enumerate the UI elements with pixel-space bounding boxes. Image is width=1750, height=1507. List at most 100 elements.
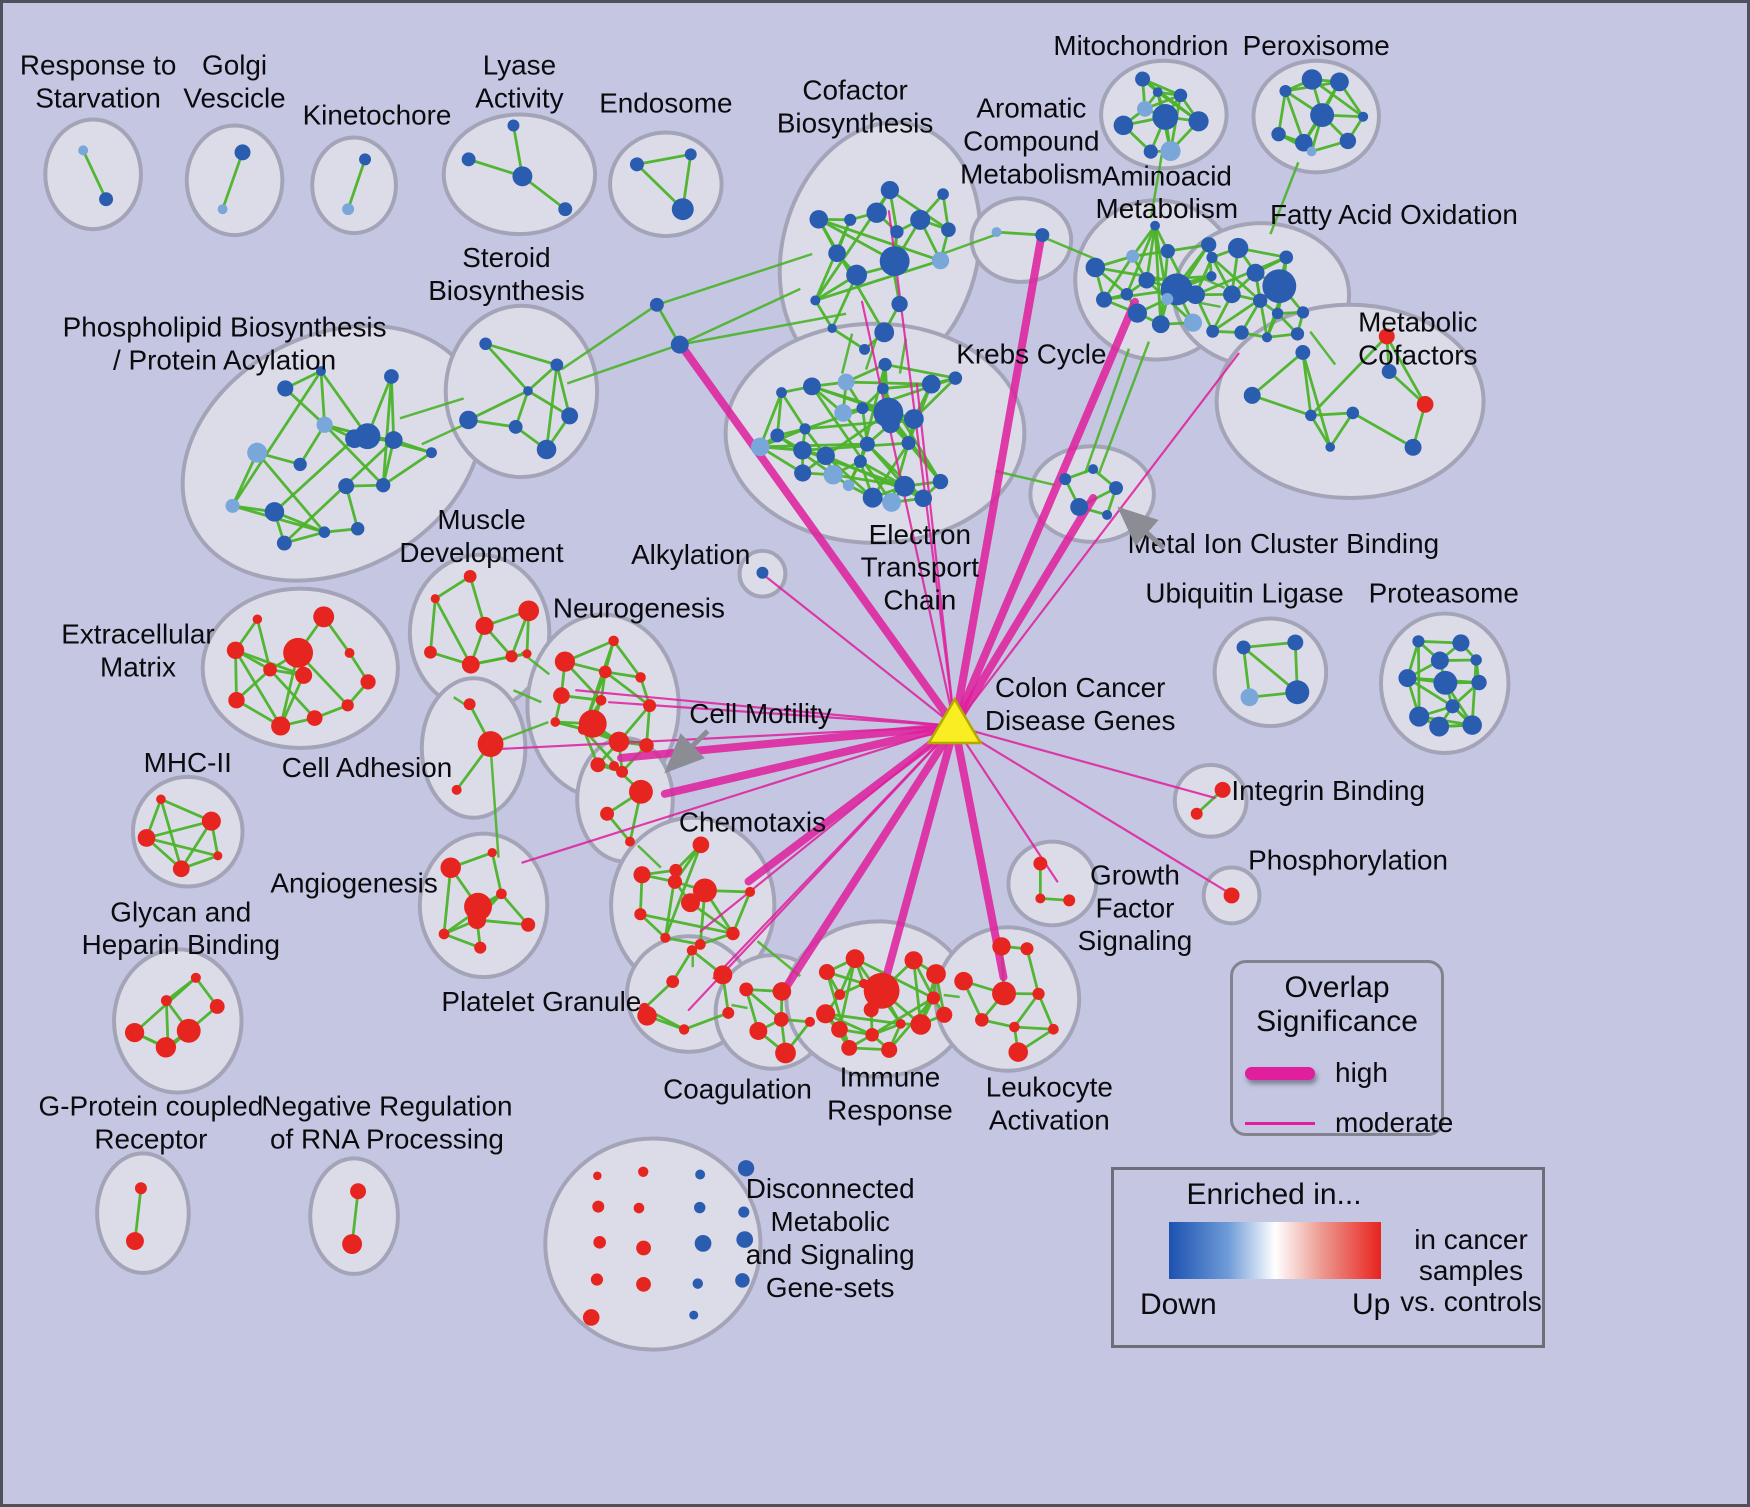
gene-set-node (1059, 473, 1072, 486)
gene-set-node (1032, 987, 1045, 1000)
disease-association-edge-high (678, 343, 959, 731)
gene-set-node (1070, 498, 1089, 516)
gene-set-node (430, 594, 440, 604)
glycan-heparin-binding-region (112, 947, 244, 1095)
gene-set-node (903, 409, 924, 429)
pointer-arrow (1117, 506, 1166, 550)
gene-set-node (810, 295, 821, 306)
gene-set-edge (467, 389, 529, 422)
gene-set-node (992, 981, 1016, 1006)
gene-set-node (558, 202, 573, 217)
inter-cluster-edge (656, 252, 813, 306)
gene-set-node (1271, 307, 1284, 320)
gene-set-node (518, 600, 540, 622)
gene-set-edge (319, 370, 327, 425)
gene-set-node (553, 687, 570, 704)
gene-set-node (228, 691, 245, 709)
gene-set-node (201, 811, 221, 831)
gene-set-node (276, 535, 292, 551)
disconnected-gene-sets-region (543, 1136, 763, 1352)
gene-set-node (1102, 509, 1113, 520)
gene-set-node (1294, 133, 1313, 152)
gene-set-node (1178, 277, 1190, 289)
gene-set-node (1310, 103, 1335, 127)
overlap-legend-title: Overlap Significance (1233, 971, 1441, 1039)
gene-set-node (803, 377, 821, 396)
gene-set-node (1160, 243, 1175, 259)
gene-set-node (593, 1236, 606, 1249)
gene-set-node (226, 641, 245, 660)
gene-set-edge (1251, 394, 1312, 417)
gene-set-node (794, 464, 812, 482)
gene-set-node (350, 1183, 367, 1200)
gene-set-edge (273, 437, 356, 513)
gene-set-node (1186, 285, 1205, 305)
gene-set-node (209, 999, 225, 1014)
alkylation-label: Alkylation (631, 539, 750, 570)
gene-set-node (1358, 111, 1369, 122)
gene-set-node (351, 521, 365, 536)
gene-set-node (853, 454, 867, 468)
gene-set-node (487, 847, 497, 858)
gene-set-node (926, 964, 946, 984)
gene-set-edge (1385, 335, 1427, 406)
gene-set-node (890, 225, 904, 239)
inter-cluster-edge (399, 397, 465, 420)
gene-set-node (1346, 406, 1360, 420)
disease-association-edge-high (776, 722, 959, 1001)
inter-cluster-edge (679, 312, 847, 346)
gene-set-node (277, 380, 294, 397)
gene-set-node (595, 694, 607, 706)
gene-set-node (846, 264, 868, 286)
gene-set-node (1188, 111, 1209, 132)
inter-cluster-edge (679, 287, 801, 346)
gene-set-node (772, 982, 792, 1001)
mhc-ii-label: MHC-II (144, 747, 232, 778)
gene-set-node (936, 1006, 953, 1023)
disease-association-edge-high (879, 722, 959, 990)
gene-set-edge (382, 451, 433, 487)
gene-set-edge (81, 149, 108, 200)
gene-set-node (1137, 100, 1153, 117)
gene-set-node (345, 429, 364, 449)
gene-set-node (639, 738, 654, 753)
gene-set-node (1206, 271, 1217, 282)
gene-set-node (1206, 251, 1218, 264)
g-protein-coupled-receptor-region (95, 1151, 191, 1275)
gene-set-node (438, 928, 450, 940)
gene-set-node (1160, 140, 1181, 162)
gene-set-node (823, 465, 843, 485)
gene-set-node (1214, 781, 1231, 798)
gene-set-node (293, 457, 307, 472)
disease-association-edge-moderate (575, 689, 956, 728)
gene-set-edge (1037, 993, 1055, 1030)
gene-set-node (283, 637, 314, 668)
gene-set-node (827, 323, 837, 333)
gene-set-edge (1329, 412, 1354, 448)
gene-set-edge (1153, 225, 1163, 325)
gene-set-edge (1014, 1025, 1054, 1031)
inter-cluster-edge (1044, 236, 1096, 261)
gene-set-edge (665, 936, 701, 946)
gene-set-node (816, 446, 835, 466)
disease-association-edge-high (950, 297, 1139, 731)
high-significance-label: high (1335, 1057, 1388, 1088)
gene-set-node (598, 665, 612, 679)
gene-set-node (1152, 103, 1179, 130)
gene-set-node (459, 410, 478, 430)
gene-set-node (756, 566, 769, 579)
gene-set-node (577, 723, 589, 735)
gene-set-node (828, 244, 846, 263)
mitochondrion-label: Mitochondrion (1053, 30, 1228, 61)
gene-set-node (975, 1013, 989, 1027)
gene-set-node (1306, 146, 1317, 157)
gene-set-node (773, 1012, 789, 1027)
gene-set-node (671, 198, 694, 221)
gene-set-edge (231, 370, 323, 507)
